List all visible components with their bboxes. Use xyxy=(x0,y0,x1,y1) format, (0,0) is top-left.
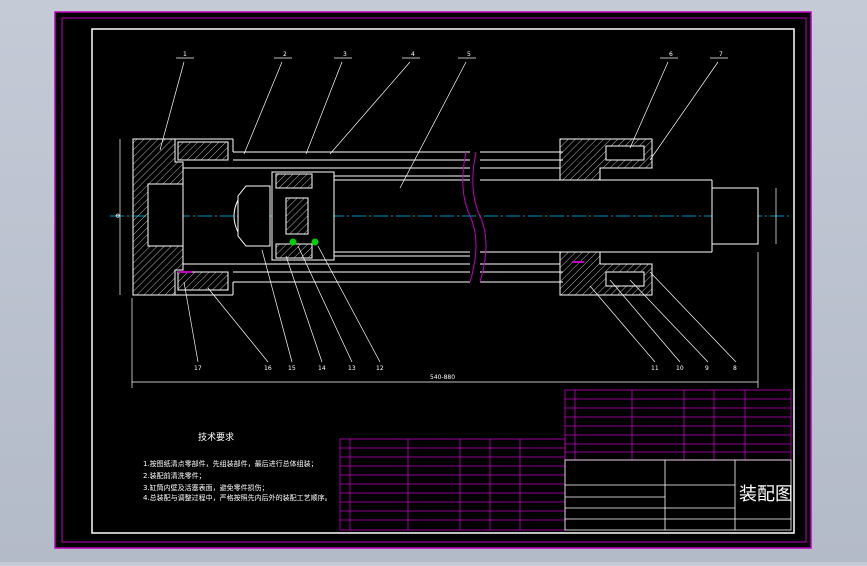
tech-item-2: 2.装配前清洗零件； xyxy=(143,471,206,480)
balloon-4: 4 xyxy=(411,51,415,58)
overall-length-dimension: 540-880 xyxy=(430,374,455,381)
balloon-7: 7 xyxy=(719,51,723,58)
balloons-top: 1 2 3 4 5 6 7 xyxy=(183,51,723,58)
tech-item-3: 3.缸筒内壁及活塞表面，避免零件损伤； xyxy=(143,483,269,492)
balloon-6: 6 xyxy=(669,51,673,58)
break-line xyxy=(462,151,477,283)
dim-bore: Φ xyxy=(115,213,122,218)
balloon-1: 1 xyxy=(183,51,187,58)
seal-ring xyxy=(289,238,297,246)
rod-end xyxy=(711,187,759,245)
parts-list-right xyxy=(564,389,792,461)
tech-item-4: 4.总装配与调整过程中，严格按照先内后外的装配工艺顺序。 xyxy=(143,493,332,502)
dimension-lines xyxy=(119,139,777,388)
balloon-17: 17 xyxy=(194,365,202,372)
balloon-11: 11 xyxy=(651,365,659,372)
barrel-wall-bottom xyxy=(177,271,229,291)
tech-requirements: 技术要求 1.按图纸清点零部件，先组装部件，最后进行总体组装； 2.装配前清洗零… xyxy=(143,431,332,502)
inner-border xyxy=(91,28,795,534)
parts-list-left xyxy=(339,438,566,531)
title-block xyxy=(564,459,792,531)
cylinder-assembly: Φ xyxy=(110,57,790,388)
balloon-14: 14 xyxy=(318,365,326,372)
leader-lines-bottom xyxy=(183,245,737,363)
drawing-title: 装配图 xyxy=(739,484,793,505)
barrel-wall-top xyxy=(177,141,229,161)
leader-lines-top xyxy=(159,57,728,189)
balloon-12: 12 xyxy=(376,365,384,372)
balloon-5: 5 xyxy=(467,51,471,58)
balloon-10: 10 xyxy=(676,365,684,372)
balloons-bottom: 17 16 15 14 13 12 11 10 9 8 xyxy=(194,365,737,372)
balloon-15: 15 xyxy=(288,365,296,372)
outer-border xyxy=(61,17,807,543)
balloon-3: 3 xyxy=(343,51,347,58)
tech-item-1: 1.按图纸清点零部件，先组装部件，最后进行总体组装； xyxy=(143,459,318,468)
seal-ring xyxy=(311,238,319,246)
tech-heading: 技术要求 xyxy=(198,431,234,443)
balloon-13: 13 xyxy=(348,365,356,372)
balloon-9: 9 xyxy=(705,365,709,372)
balloon-16: 16 xyxy=(264,365,272,372)
balloon-8: 8 xyxy=(733,365,737,372)
lock-nut xyxy=(237,185,271,247)
rear-cap-bore xyxy=(147,183,184,247)
balloon-2: 2 xyxy=(283,51,287,58)
